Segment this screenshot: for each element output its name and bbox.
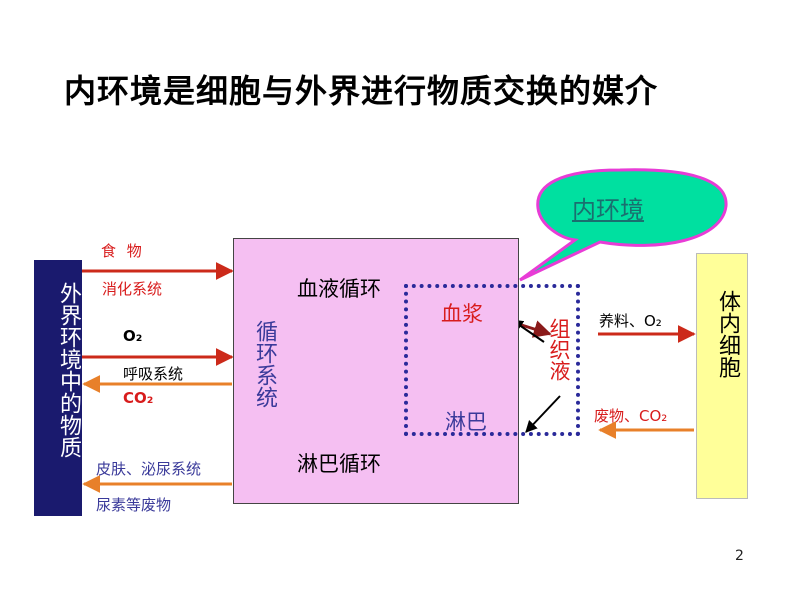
lymph-label: 淋巴 [445,410,487,434]
urea-waste-label: 尿素等废物 [96,496,172,514]
outer-environment-label: 外界环境中的物质 [56,282,81,458]
co2-label: CO₂ [123,389,154,407]
nutrients-o2-label: 养料、O₂ [599,312,662,330]
blood-circulation-label: 血液循环 [297,277,381,301]
lymph-circulation-label: 淋巴循环 [297,452,381,476]
page-title: 内环境是细胞与外界进行物质交换的媒介 [64,72,659,110]
waste-co2-label: 废物、CO₂ [594,407,668,425]
outer-environment-box: 外界环境中的物质 [34,260,82,516]
page-number: 2 [735,548,744,564]
internal-env-bubble-label: 内环境 [572,196,644,224]
respiratory-system-label: 呼吸系统 [123,365,184,383]
o2-label: O₂ [123,327,143,345]
skin-urinary-label: 皮肤、泌尿系统 [96,460,202,478]
food-label: 食 物 [101,242,145,260]
digestive-system-label: 消化系统 [102,280,163,298]
internal-env-bubble [519,168,728,282]
plasma-label: 血浆 [441,302,483,326]
tissue-to-lymph-arrow [525,395,561,433]
body-cell-box [696,253,748,499]
tissue-fluid-label: 组织液 [547,318,571,381]
circulation-system-label: 循环系统 [252,320,277,408]
circulation-system-box [233,238,519,504]
body-cell-label: 体内细胞 [715,290,740,378]
internal-environment-dashed-box [404,284,580,436]
